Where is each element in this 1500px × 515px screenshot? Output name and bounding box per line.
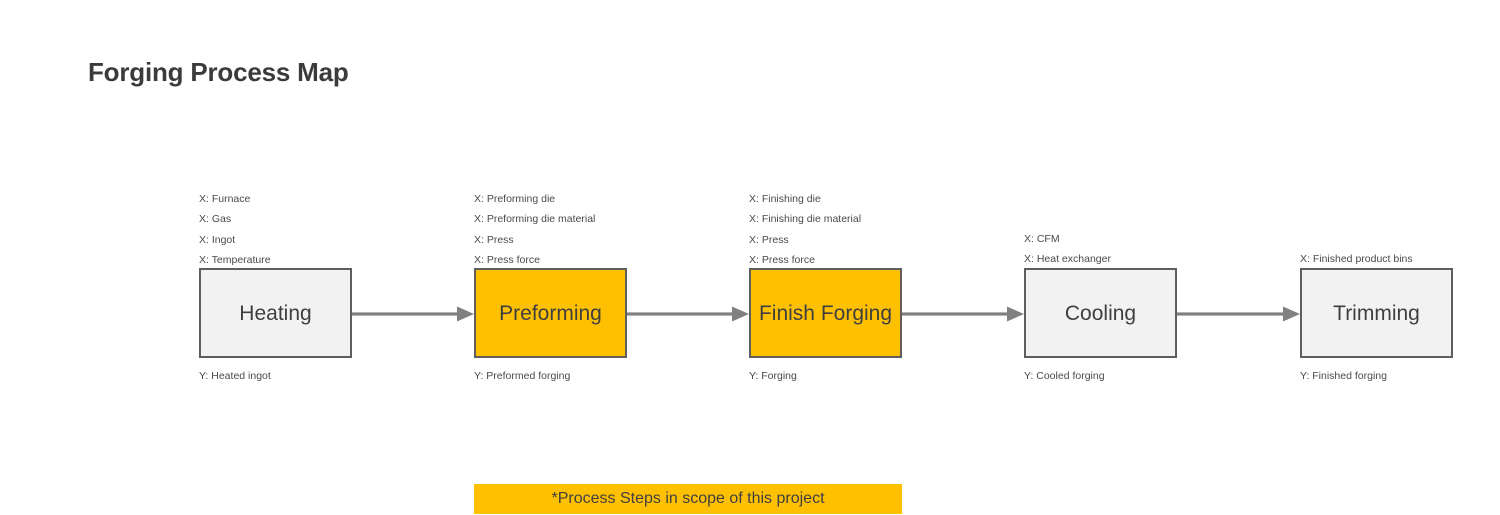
output-label-preforming: Y: Preformed forging <box>474 370 571 382</box>
input-label: X: CFM <box>1024 233 1060 245</box>
process-box-cooling[interactable]: Cooling <box>1024 268 1177 358</box>
output-label-finish-forging: Y: Forging <box>749 370 797 382</box>
legend-label: *Process Steps in scope of this project <box>551 490 825 507</box>
input-label: X: Press <box>749 233 789 246</box>
arrow-cooling-to-trimming <box>1177 306 1300 322</box>
input-label: X: Heat exchanger <box>1024 253 1111 266</box>
input-label: X: Preforming die <box>474 193 556 205</box>
input-label: X: Temperature <box>199 253 271 266</box>
process-box-finish-forging[interactable]: Finish Forging <box>749 268 902 358</box>
process-box-trimming[interactable]: Trimming <box>1300 268 1453 358</box>
input-label: X: Furnace <box>199 193 251 205</box>
output-label-heating: Y: Heated ingot <box>199 370 271 382</box>
page-title: Forging Process Map <box>88 57 349 87</box>
input-label: X: Press <box>474 233 514 246</box>
inputs-list-heating: X: Furnace X: Gas X: Ingot X: Temperature <box>199 189 449 270</box>
process-box-label: Preforming <box>499 301 602 325</box>
input-label: X: Preforming die material <box>474 213 596 226</box>
inputs-list-finish-forging: X: Finishing die X: Finishing die materia… <box>749 189 999 270</box>
process-box-label: Cooling <box>1064 301 1137 325</box>
input-label: X: Gas <box>199 213 232 226</box>
input-label: X: Ingot <box>199 233 236 246</box>
process-box-heating[interactable]: Heating <box>199 268 352 358</box>
inputs-list-cooling: X: CFM X: Heat exchanger <box>1024 229 1274 270</box>
input-label: X: Press force <box>749 253 815 266</box>
inputs-list-trimming: X: Finished product bins <box>1300 249 1500 269</box>
output-label-trimming: Y: Finished forging <box>1300 370 1387 382</box>
input-label: X: Press force <box>474 253 540 266</box>
process-stage-preforming: X: Preforming die X: Preforming die mater… <box>474 0 734 515</box>
process-box-preforming[interactable]: Preforming <box>474 268 627 358</box>
output-label-cooling: Y: Cooled forging <box>1024 370 1105 382</box>
arrow-heating-to-preforming <box>352 306 474 322</box>
process-box-label: Heating <box>239 301 312 325</box>
inputs-list-preforming: X: Preforming die X: Preforming die mater… <box>474 189 724 270</box>
legend-banner: *Process Steps in scope of this project <box>474 484 902 514</box>
input-label: X: Finishing die <box>749 193 821 205</box>
process-box-label: Trimming <box>1333 301 1420 325</box>
arrow-preforming-to-finish-forging <box>627 306 749 322</box>
input-label: X: Finished product bins <box>1300 253 1413 265</box>
process-stage-finish-forging: X: Finishing die X: Finishing die materia… <box>749 0 1009 515</box>
process-box-label: Finish Forging <box>758 301 893 325</box>
arrow-finish-forging-to-cooling <box>902 306 1024 322</box>
input-label: X: Finishing die material <box>749 213 862 226</box>
